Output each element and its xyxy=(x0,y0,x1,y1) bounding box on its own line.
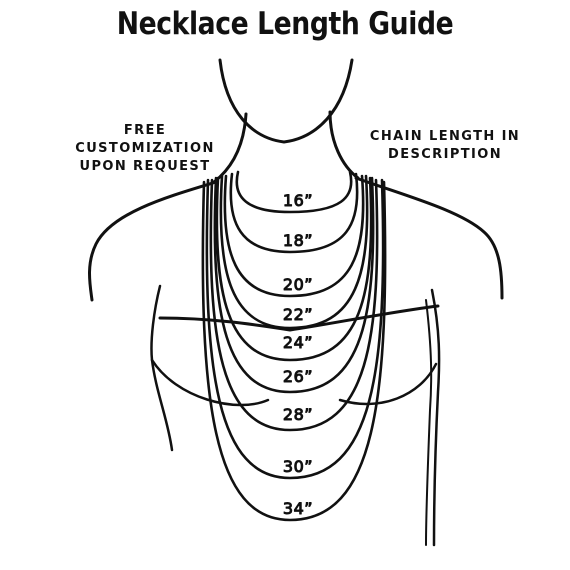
customization-note: FREE CUSTOMIZATION UPON REQUEST xyxy=(75,123,215,174)
length-label: 34” xyxy=(283,499,313,518)
right-torso-outline xyxy=(430,288,441,547)
bust-line xyxy=(158,304,440,332)
length-label: 26” xyxy=(283,367,313,386)
length-label: 24” xyxy=(283,333,313,352)
necklace-curve xyxy=(229,172,359,254)
left-breast-outline xyxy=(150,358,270,407)
guide-title: Necklace Length Guide xyxy=(116,6,454,42)
necklace-curve xyxy=(223,174,365,298)
length-label: 20” xyxy=(283,275,313,294)
necklace-curve xyxy=(235,170,353,214)
chain-length-note: CHAIN LENGTH IN DESCRIPTION xyxy=(369,129,521,162)
jaw-outline xyxy=(218,58,354,144)
left-torso-outline xyxy=(150,284,174,452)
necklace-curve xyxy=(219,174,369,330)
neck-right-outline xyxy=(328,110,360,180)
necklace-curve xyxy=(215,176,373,362)
neck-left-outline xyxy=(212,112,248,184)
length-label: 30” xyxy=(283,457,313,476)
length-labels: 16” 18” 20” 22” 24” 26” 28” 30” 34” xyxy=(282,191,313,519)
necklace-curve xyxy=(213,176,375,394)
necklace-curve xyxy=(201,180,387,522)
length-label: 28” xyxy=(283,405,313,424)
necklace-curve xyxy=(205,178,385,480)
length-label: 16” xyxy=(283,191,313,210)
right-breast-outline xyxy=(338,362,438,406)
left-shoulder-arm-outline xyxy=(88,180,218,302)
length-label: 22” xyxy=(283,305,313,324)
necklace-curve xyxy=(209,178,379,432)
right-arm-inner-outline xyxy=(425,299,433,546)
length-label: 18” xyxy=(283,231,313,250)
right-shoulder-arm-outline xyxy=(354,176,504,300)
necklace-curves xyxy=(201,170,387,522)
